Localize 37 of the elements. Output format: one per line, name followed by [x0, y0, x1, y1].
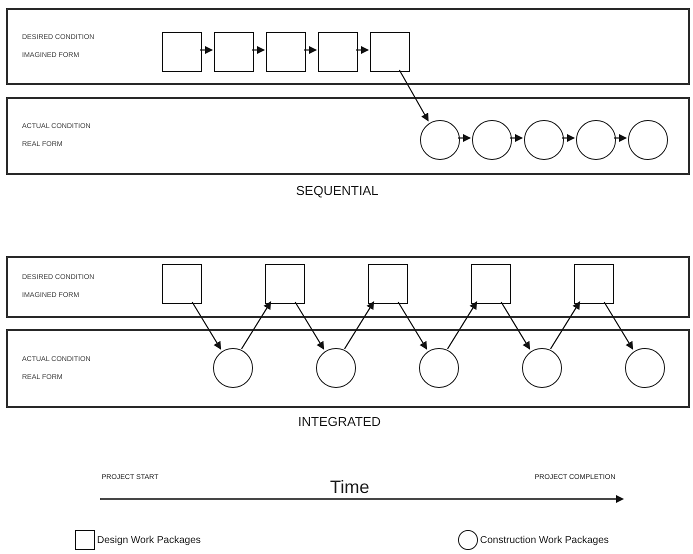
- legend-label: Construction Work Packages: [480, 534, 609, 548]
- condition-band: [6, 97, 690, 175]
- condition-band: [6, 8, 690, 85]
- arrow: [562, 134, 575, 142]
- arrow: [458, 134, 471, 142]
- design-package-square: [162, 264, 202, 304]
- design-package-square: [574, 264, 614, 304]
- arrow: [200, 46, 213, 54]
- arrow: [398, 302, 428, 350]
- design-package-square: [318, 32, 358, 72]
- design-package-square: [266, 32, 306, 72]
- condition-band: [6, 329, 690, 408]
- design-package-square: [368, 264, 408, 304]
- arrow: [241, 301, 272, 350]
- condition-band: [6, 256, 690, 318]
- legend-label: Design Work Packages: [97, 534, 201, 548]
- design-package-square: [214, 32, 254, 72]
- section-title: INTEGRATED: [298, 413, 381, 431]
- arrow: [304, 46, 317, 54]
- arrow: [356, 46, 369, 54]
- arrow: [398, 70, 429, 122]
- arrow: [500, 302, 530, 350]
- arrow: [294, 302, 324, 350]
- arrow: [447, 301, 478, 350]
- arrow: [604, 302, 634, 350]
- arrow: [550, 301, 580, 350]
- design-package-square: [162, 32, 202, 72]
- design-package-square: [265, 264, 305, 304]
- arrow: [344, 301, 374, 350]
- section-title: SEQUENTIAL: [296, 182, 378, 200]
- axis-title: Time: [330, 476, 370, 499]
- arrow: [510, 134, 523, 142]
- arrow: [252, 46, 265, 54]
- design-package-square: [471, 264, 511, 304]
- design-package-square: [370, 32, 410, 72]
- arrow: [614, 134, 627, 142]
- arrow: [192, 302, 222, 350]
